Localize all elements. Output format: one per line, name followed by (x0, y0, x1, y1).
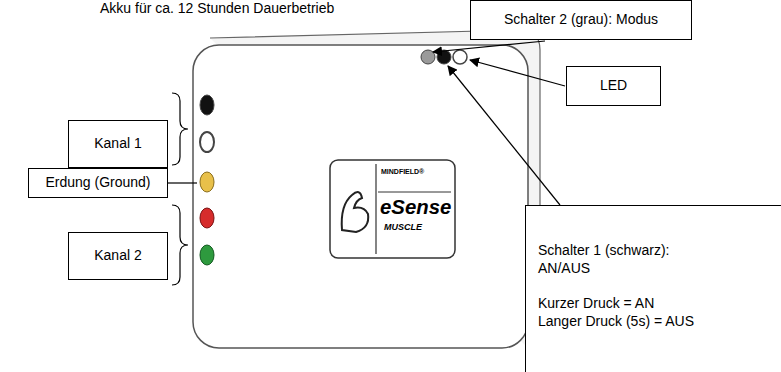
callout-text: Erdung (Ground) (45, 174, 150, 192)
callout-text: Schalter 2 (grau): Modus (504, 11, 658, 29)
callout-text: Kanal 1 (94, 135, 141, 153)
channel-callout: Kanal 1 (68, 120, 168, 168)
note-text: Akku für ca. 12 Stunden Dauerbetrieb (100, 0, 334, 16)
callout-text: LED (600, 77, 627, 95)
callout-text: Schalter 1 (schwarz): (538, 242, 669, 260)
callout-text: AN/AUS (538, 260, 590, 278)
callout-text: Langer Druck (5s) = AUS (538, 313, 694, 331)
mode-switch-callout: Schalter 2 (grau): Modus (470, 0, 692, 40)
led-callout: LED (566, 66, 661, 106)
product-name: eSense (380, 196, 451, 219)
product-variant: MUSCLE (384, 222, 422, 232)
ground-callout: Erdung (Ground) (28, 168, 168, 198)
channel-callout: Kanal 2 (68, 232, 168, 280)
power-switch-callout: Schalter 1 (schwarz):AN/AUS Kurzer Druck … (525, 205, 781, 372)
callout-text: Kanal 2 (94, 247, 141, 265)
brand-text: MINDFIELD® (381, 168, 424, 176)
callout-text: Kurzer Druck = AN (538, 295, 654, 313)
